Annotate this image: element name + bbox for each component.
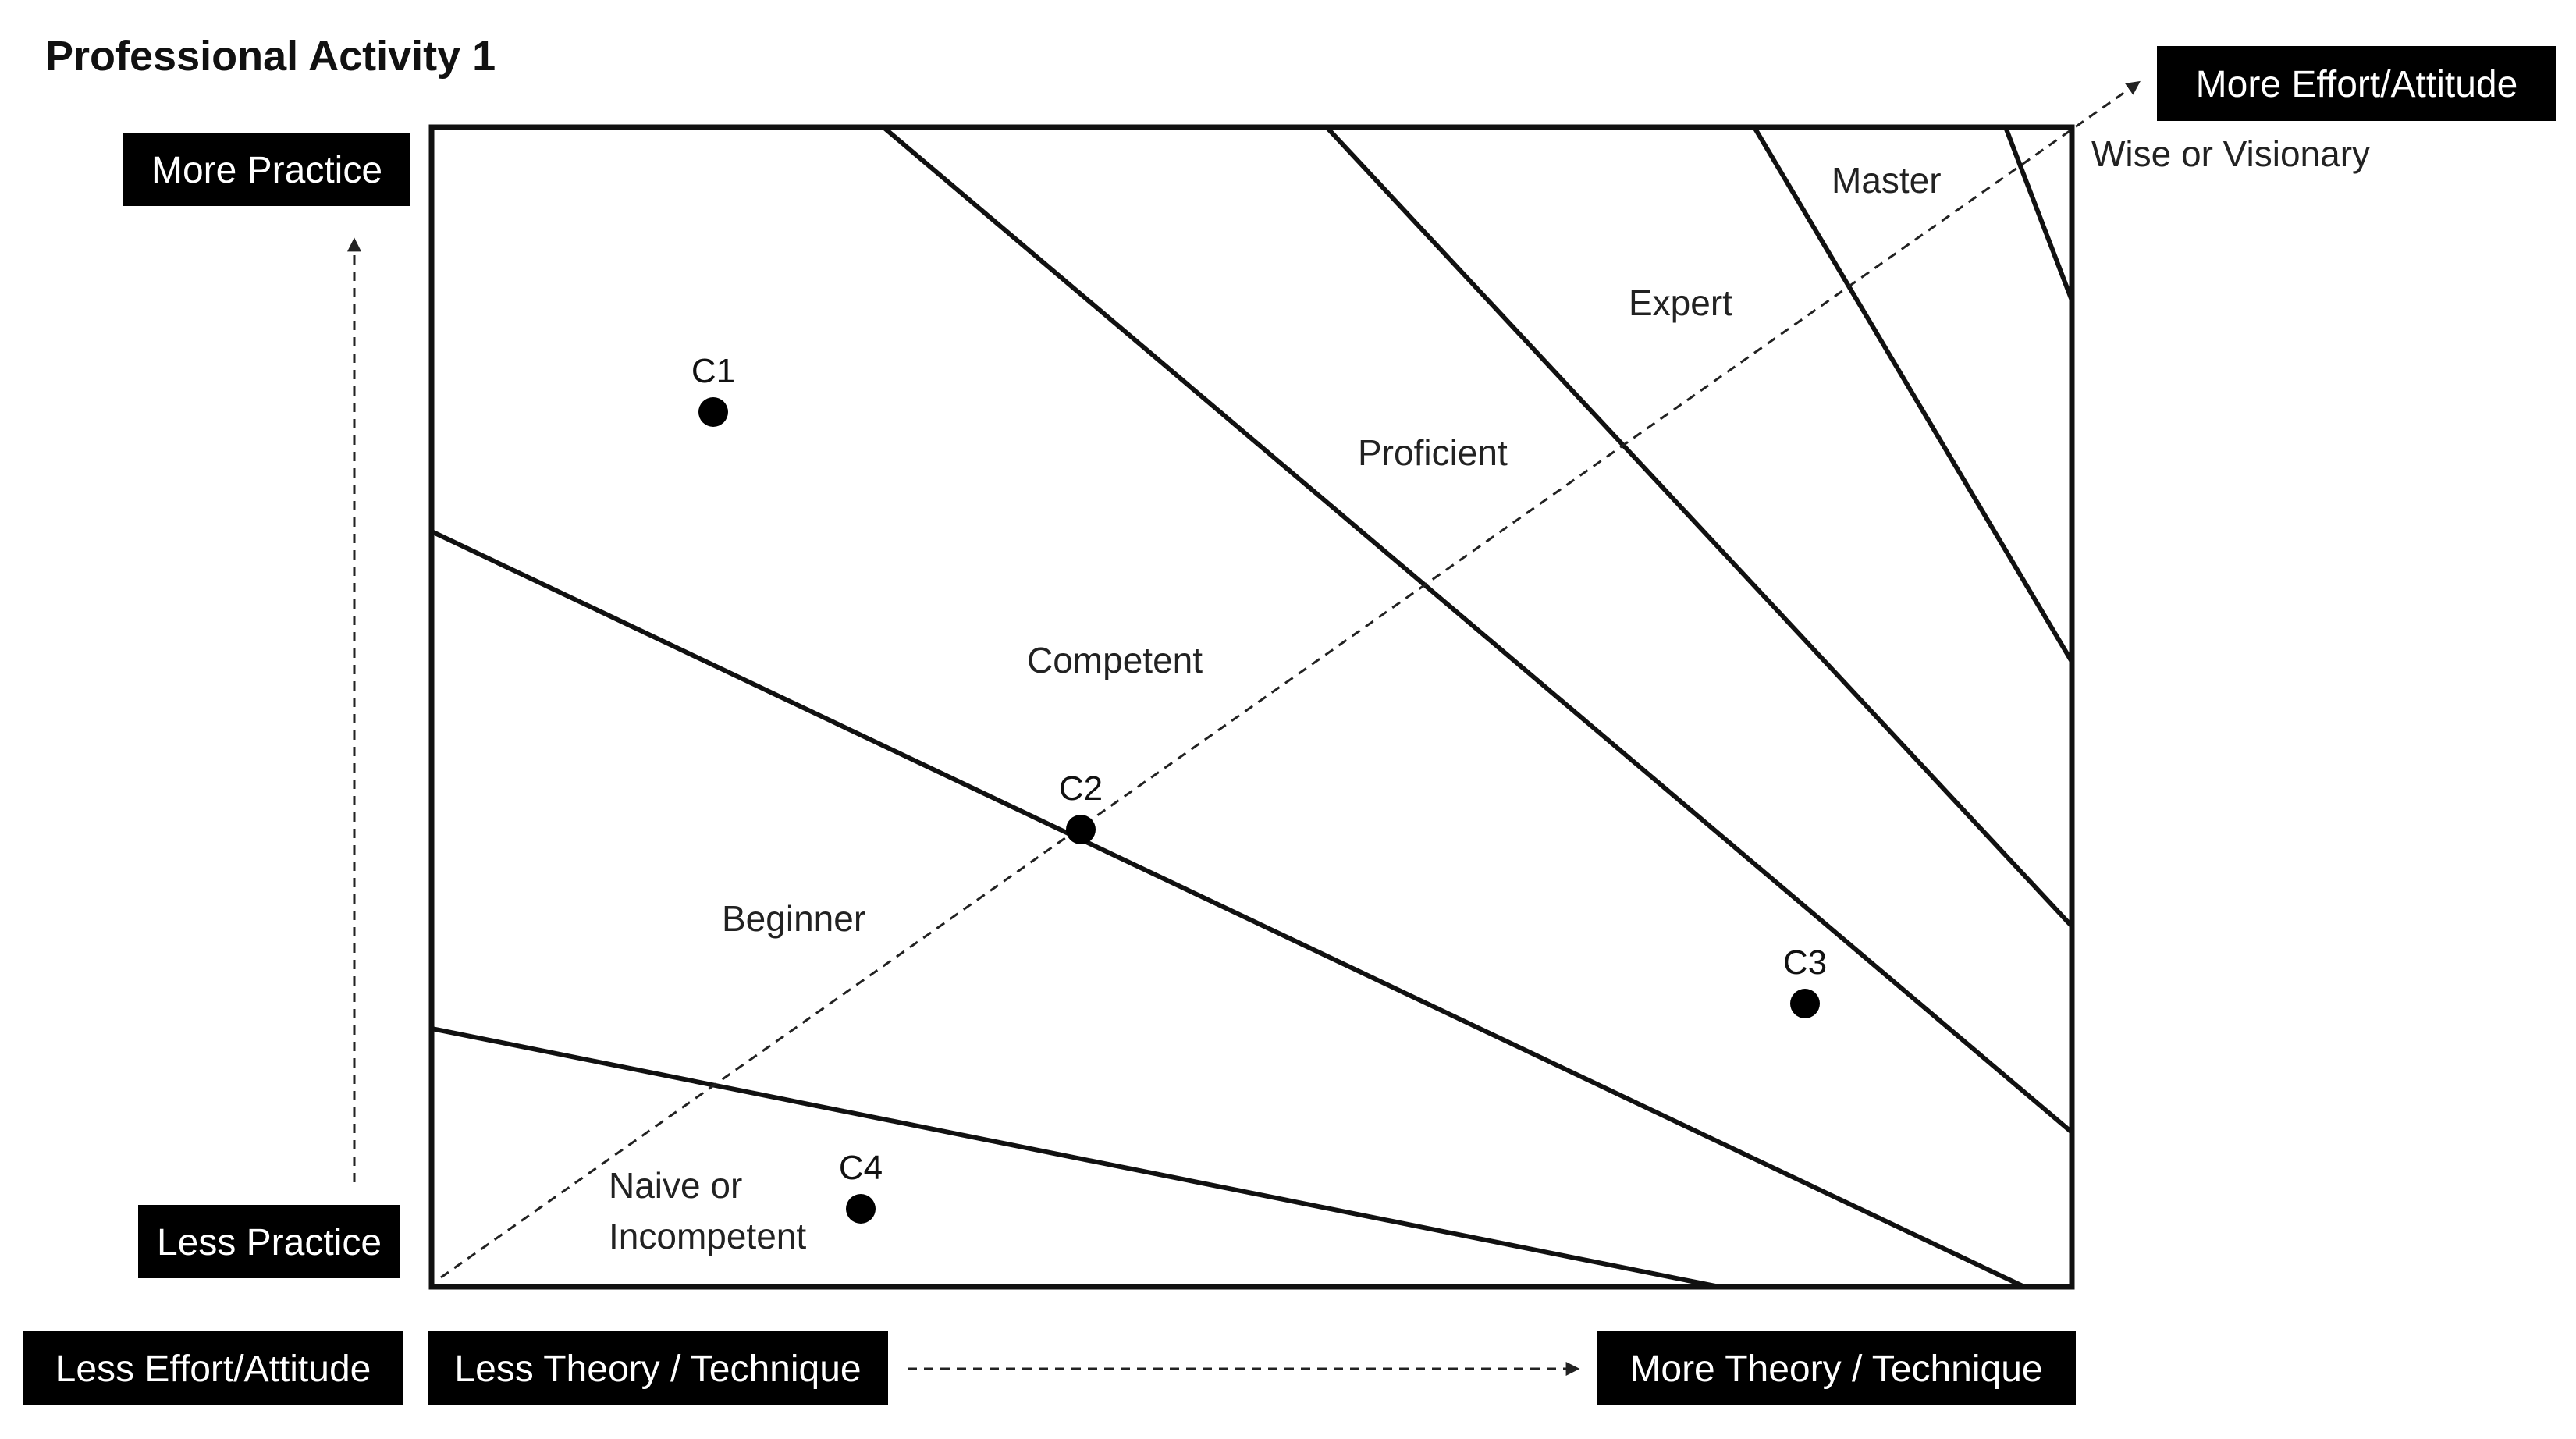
svg-text:Less Theory / Technique: Less Theory / Technique <box>454 1348 861 1390</box>
svg-text:Less Effort/Attitude: Less Effort/Attitude <box>55 1348 371 1390</box>
svg-text:More Practice: More Practice <box>151 150 382 191</box>
region-label-beginner: Beginner <box>722 898 865 939</box>
point-c4: C4 <box>839 1149 883 1224</box>
boundary-naive-beginner <box>431 1026 1720 1289</box>
less-effort-label: Less Effort/Attitude <box>23 1331 403 1405</box>
svg-text:C2: C2 <box>1059 769 1103 808</box>
less-practice-label: Less Practice <box>138 1205 400 1278</box>
boundary-master-wise <box>2003 126 2074 302</box>
svg-text:Less Practice: Less Practice <box>157 1222 382 1263</box>
region-label-naive-line2: Incompetent <box>609 1216 806 1256</box>
more-effort-label: More Effort/Attitude <box>2157 46 2556 121</box>
boundary-expert-master <box>1752 126 2074 663</box>
svg-text:More Theory / Technique: More Theory / Technique <box>1629 1348 2042 1390</box>
diagonal-arrow <box>440 80 2141 1279</box>
point-c1: C1 <box>691 352 735 427</box>
svg-text:C1: C1 <box>691 352 735 390</box>
chart-frame <box>428 124 2075 1290</box>
svg-text:More Effort/Attitude: More Effort/Attitude <box>2196 64 2518 105</box>
point-c2: C2 <box>1059 769 1103 844</box>
region-label-proficient: Proficient <box>1358 432 1508 473</box>
region-label-competent: Competent <box>1027 640 1203 680</box>
boundary-proficient-expert <box>1324 125 2074 929</box>
region-label-master: Master <box>1832 160 1942 201</box>
svg-text:C4: C4 <box>839 1149 883 1187</box>
less-theory-label: Less Theory / Technique <box>428 1331 888 1405</box>
region-label-wise: Wise or Visionary <box>2091 133 2370 174</box>
region-label-expert: Expert <box>1629 282 1732 323</box>
boundary-competent-proficient <box>882 125 2073 1135</box>
svg-text:C3: C3 <box>1783 943 1827 982</box>
diagram-title: Professional Activity 1 <box>45 33 496 80</box>
boundary-beginner-competent <box>430 529 2026 1289</box>
point-c3: C3 <box>1783 943 1827 1018</box>
more-theory-label: More Theory / Technique <box>1597 1331 2076 1405</box>
more-practice-label: More Practice <box>123 133 410 206</box>
region-label-naive-line1: Naive or <box>609 1165 742 1206</box>
